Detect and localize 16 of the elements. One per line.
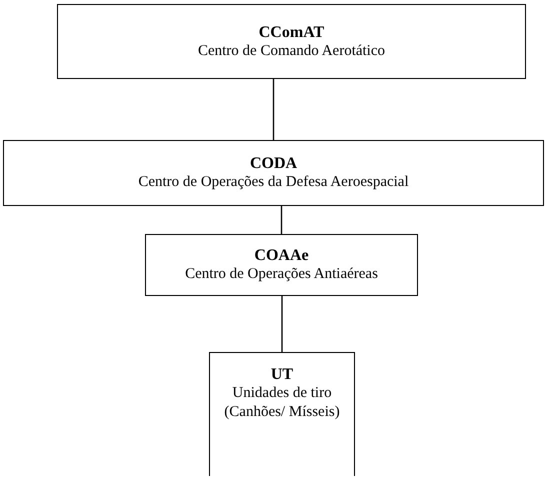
connector-line xyxy=(281,296,283,352)
org-unit-box xyxy=(209,352,355,476)
connector-line xyxy=(272,79,274,140)
unit-name: (Canhões/ Mísseis) xyxy=(224,403,340,422)
org-unit-box xyxy=(145,234,418,296)
unit-name: Centro de Operações da Defesa Aeroespacial xyxy=(138,173,409,192)
unit-acronym: CODA xyxy=(250,154,298,173)
unit-acronym: COAAe xyxy=(254,246,309,265)
unit-name: Centro de Operações Antiaéreas xyxy=(185,265,378,284)
org-unit-box xyxy=(57,4,526,79)
org-unit-box xyxy=(3,140,544,206)
unit-name: Unidades de tiro xyxy=(232,384,332,403)
unit-name: Centro de Comando Aerotático xyxy=(198,42,386,60)
unit-acronym: CComAT xyxy=(258,22,324,42)
connector-line xyxy=(280,206,282,234)
unit-acronym: UT xyxy=(270,365,294,384)
